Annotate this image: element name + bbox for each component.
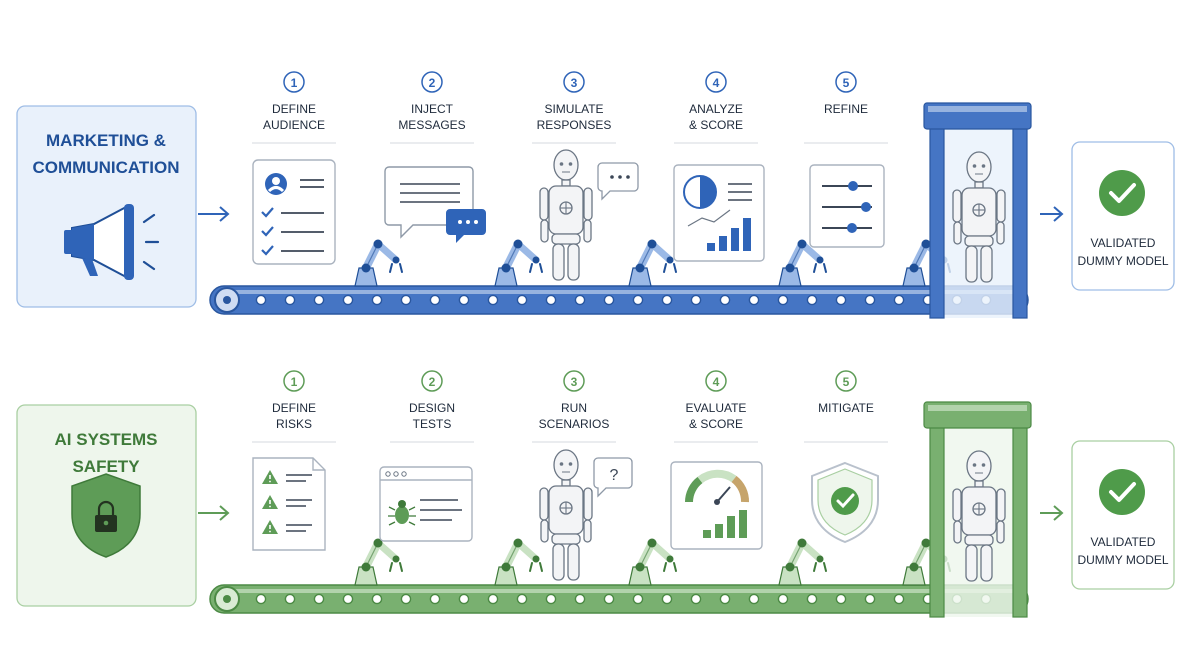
flow-arrow-icon [198, 505, 230, 521]
step-label: TESTS [413, 417, 452, 431]
step-number: 2 [429, 76, 436, 90]
step-number: 3 [571, 375, 578, 389]
shield-lock-icon [71, 473, 141, 558]
step-label: ANALYZE [689, 102, 743, 116]
result-label: VALIDATED [1091, 236, 1156, 250]
step-label: & SCORE [689, 417, 743, 431]
source-panel: MARKETING & COMMUNICATION [16, 105, 197, 308]
flow-arrow-icon [1040, 206, 1064, 222]
robot-arm-icon [494, 239, 543, 287]
result-label: DUMMY MODEL [1077, 254, 1168, 268]
source-title: MARKETING & [46, 131, 166, 150]
result-label: VALIDATED [1091, 535, 1156, 549]
step-label: MESSAGES [398, 118, 465, 132]
bug-test-window-icon [379, 466, 473, 542]
message-bubbles-icon [384, 166, 486, 243]
robot-arm-icon [778, 538, 827, 586]
step-number: 3 [571, 76, 578, 90]
step-number: 2 [429, 375, 436, 389]
robot-arm-icon [354, 538, 403, 586]
dummy-figure-icon [539, 449, 593, 581]
result-panel: VALIDATED DUMMY MODEL [1071, 141, 1175, 291]
gauge-chart-icon [670, 461, 763, 550]
step-label: DEFINE [272, 401, 316, 415]
test-chamber [923, 401, 1032, 618]
step-number: 1 [291, 76, 298, 90]
step-label: REFINE [824, 102, 868, 116]
conveyor-belt [209, 584, 1029, 614]
step-label: INJECT [411, 102, 454, 116]
dummy-speech-icon [539, 149, 639, 281]
robot-arm-icon [628, 538, 677, 586]
source-title: AI SYSTEMS [55, 430, 158, 449]
question-mark-icon: ? [610, 467, 619, 484]
check-circle-icon [1099, 170, 1145, 216]
step-number: 4 [713, 375, 720, 389]
megaphone-icon [64, 204, 160, 280]
step-label: RISKS [276, 417, 312, 431]
step-label: RUN [561, 401, 587, 415]
step-number: 4 [713, 76, 720, 90]
robot-arm-icon [628, 239, 677, 287]
step-number: 1 [291, 375, 298, 389]
analytics-chart-icon [673, 164, 765, 262]
dummy-figure-icon [952, 450, 1006, 582]
test-chamber [923, 102, 1032, 319]
sliders-icon [809, 164, 885, 248]
robot-arm-icon [778, 239, 827, 287]
check-circle-icon [1099, 469, 1145, 515]
step-label: SCENARIOS [539, 417, 610, 431]
step-label: EVALUATE [686, 401, 747, 415]
step-label: & SCORE [689, 118, 743, 132]
step-label: AUDIENCE [263, 118, 325, 132]
dummy-question-icon: ? [539, 449, 633, 581]
source-panel: AI SYSTEMS SAFETY [16, 404, 197, 607]
shield-check-icon [811, 461, 879, 544]
conveyor-belt [209, 285, 1029, 315]
robot-arm-icon [354, 239, 403, 287]
step-number: 5 [843, 375, 850, 389]
dummy-figure-icon [539, 149, 593, 281]
dummy-figure-icon [952, 151, 1006, 283]
step-number: 5 [843, 76, 850, 90]
step-label: MITIGATE [818, 401, 874, 415]
step-label: DEFINE [272, 102, 316, 116]
robot-arm-icon [494, 538, 543, 586]
source-title: SAFETY [72, 457, 140, 476]
risk-list-icon [252, 457, 326, 551]
result-label: DUMMY MODEL [1077, 553, 1168, 567]
source-title: COMMUNICATION [33, 158, 180, 177]
audience-checklist-icon [252, 159, 336, 265]
step-label: RESPONSES [537, 118, 612, 132]
flow-arrow-icon [198, 206, 230, 222]
result-panel: VALIDATED DUMMY MODEL [1071, 440, 1175, 590]
step-label: DESIGN [409, 401, 455, 415]
step-label: SIMULATE [544, 102, 603, 116]
flow-arrow-icon [1040, 505, 1064, 521]
